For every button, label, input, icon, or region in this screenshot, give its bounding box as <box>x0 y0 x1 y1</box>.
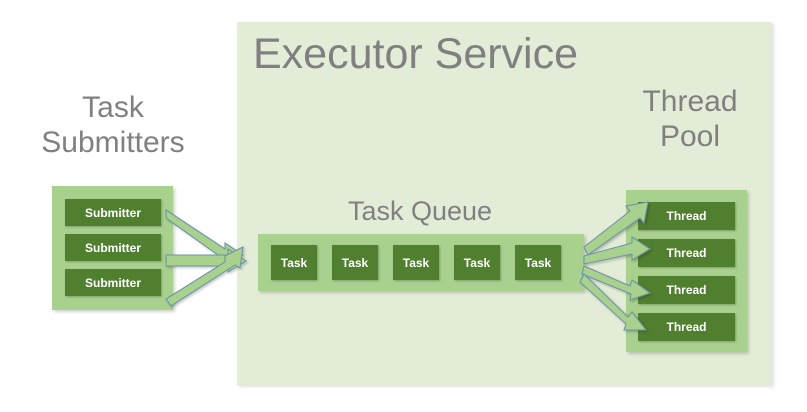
thread-pool-label: Thread Pool <box>642 85 738 154</box>
task-submitters-label: Task Submitters <box>41 91 185 160</box>
task-submitters-panel: Submitter Submitter Submitter <box>52 186 173 310</box>
submitter-box[interactable]: Submitter <box>65 199 161 226</box>
task-box[interactable]: Task <box>332 245 378 280</box>
thread-box[interactable]: Thread <box>638 276 735 304</box>
submitter-box[interactable]: Submitter <box>65 234 161 261</box>
arrow-submitter-2-to-queue <box>165 247 248 273</box>
arrow-submitter-1-to-queue <box>165 208 245 267</box>
task-box[interactable]: Task <box>271 245 317 280</box>
submitter-box[interactable]: Submitter <box>65 269 161 296</box>
arrow-submitter-3-to-queue <box>165 246 244 307</box>
thread-box[interactable]: Thread <box>638 313 735 341</box>
task-queue-label: Task Queue <box>347 196 493 226</box>
task-box[interactable]: Task <box>393 245 439 280</box>
task-box[interactable]: Task <box>515 245 561 280</box>
thread-pool-panel: Thread Thread Thread Thread <box>626 190 747 352</box>
task-queue-panel: Task Task Task Task Task <box>258 234 584 291</box>
executor-service-title: Executor Service <box>253 30 579 78</box>
thread-box[interactable]: Thread <box>638 239 735 267</box>
thread-box[interactable]: Thread <box>638 202 735 230</box>
task-box[interactable]: Task <box>454 245 500 280</box>
